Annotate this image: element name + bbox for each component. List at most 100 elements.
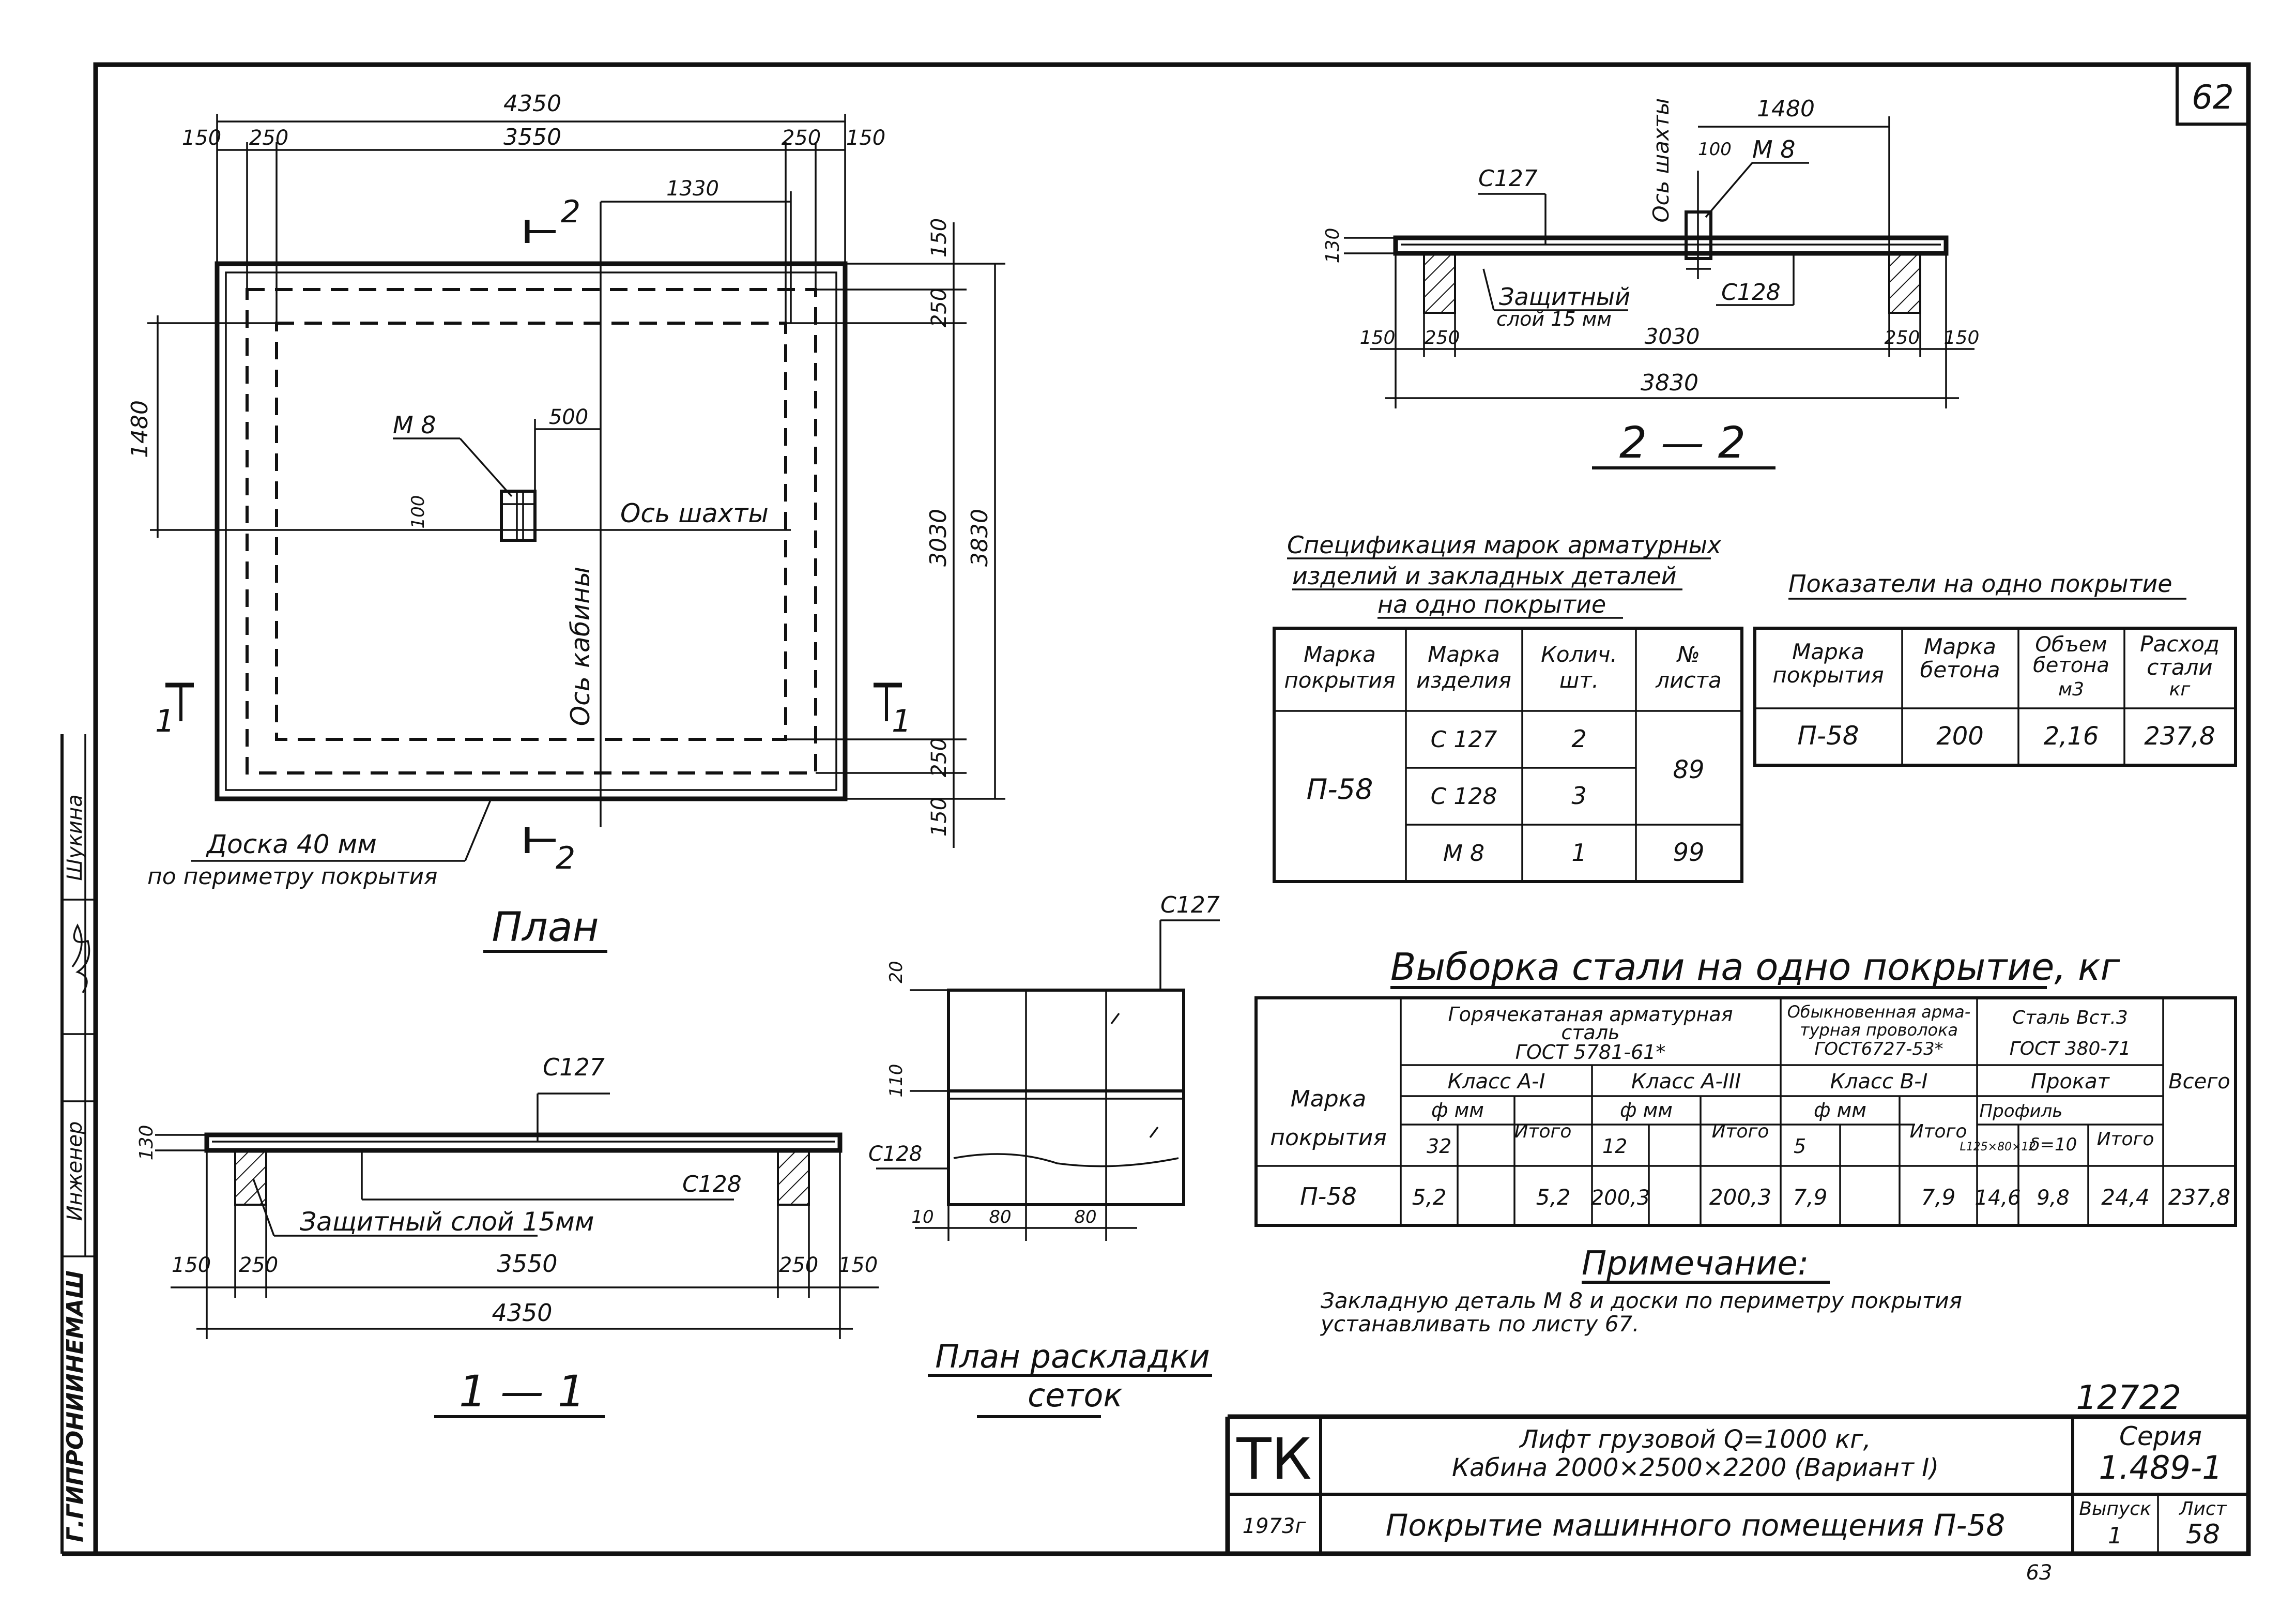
ind-h1-a: Марка	[1792, 639, 1864, 664]
spec-table: Спецификация марок арматурных изделий и …	[1273, 531, 1743, 883]
sheet-number-box: 62	[2176, 63, 2250, 126]
steel-itogo-2: Итого	[1712, 1121, 1769, 1142]
stamp-org: Г.ГИПРОНИИНЕМАШ	[62, 1270, 88, 1542]
plan-rdim-inner: 3030	[925, 509, 952, 567]
steel-itogo-4: Итого	[2097, 1129, 2154, 1150]
mesh-dim-20: 20	[886, 961, 907, 983]
issue-label: Выпуск	[2079, 1498, 2151, 1520]
stamp-name: Шукина	[63, 794, 87, 881]
spec-h-mark-b: покрытия	[1284, 667, 1395, 693]
spec-h-sheet-b: листа	[1655, 667, 1721, 693]
s11-height: 130	[136, 1125, 157, 1161]
ind-h4-a: Расход	[2140, 631, 2220, 657]
org-code: ТК	[1236, 1426, 1311, 1492]
steel-class-a3: Класс А-III	[1631, 1070, 1741, 1094]
steel-itogo-3: Итого	[1910, 1121, 1967, 1142]
steel-profile: Профиль	[1980, 1101, 2063, 1121]
s22-height: 130	[1322, 228, 1343, 264]
s22-dim-small: 100	[1698, 139, 1732, 160]
plan-board-label: Доска 40 мм	[206, 829, 377, 859]
steel-d32: 32	[1427, 1135, 1451, 1158]
plan-dim-left-offset: 250	[249, 126, 288, 150]
mesh-dim-10: 10	[911, 1207, 933, 1227]
plan-cut2-top: 2	[561, 194, 580, 230]
plan-anchor-offset: 100	[408, 495, 428, 529]
ind-title: Показатели на одно покрытие	[1788, 570, 2172, 598]
plan-cut2-bottom: 2	[556, 840, 575, 876]
spec-h-item-b: изделия	[1416, 667, 1511, 693]
s22-cover-2: слой 15 мм	[1496, 308, 1612, 330]
note-block: Примечание: Закладную деталь М 8 и доски…	[1320, 1244, 1962, 1337]
plan-rdim-bottom-edge: 150	[927, 797, 951, 837]
mesh-label-side: С128	[868, 1142, 922, 1166]
drawing-number: 12722	[2076, 1379, 2181, 1417]
steel-row-l: 14,6	[1974, 1186, 2021, 1210]
ind-h2-b: бетона	[1920, 657, 2000, 682]
spec-row-2-qty: 3	[1571, 782, 1586, 810]
steel-row-total: 237,8	[2168, 1185, 2230, 1210]
spec-row-1-qty: 2	[1571, 725, 1586, 753]
spec-row-12-sheet: 89	[1673, 755, 1704, 784]
s22-overall: 3830	[1641, 370, 1698, 396]
ind-h3-a: Объем	[2035, 633, 2107, 657]
page-mark: 63	[2026, 1561, 2053, 1585]
plan-dim-axis-offset: 1330	[666, 177, 719, 201]
sheet-number: 62	[2192, 79, 2233, 117]
mesh-layout: С127 С128 20 110 10 80 80 План раскладки…	[868, 892, 1220, 1418]
s11-d3: 3550	[497, 1250, 557, 1278]
plan-anchor-label: М 8	[393, 411, 436, 439]
steel-d12: 12	[1602, 1135, 1627, 1158]
steel-phi-2: ф мм	[1620, 1099, 1673, 1121]
ind-h3-b: бетона	[2033, 654, 2109, 677]
spec-h-qty-b: шт.	[1559, 667, 1599, 693]
s22-title: 2 — 2	[1619, 417, 1746, 468]
sheet-frame	[62, 62, 2251, 1556]
steel-class-a1: Класс А-I	[1448, 1070, 1545, 1094]
year: 1973г	[1243, 1514, 1307, 1538]
series-label: Серия	[2119, 1421, 2202, 1451]
steel-mark-h1: Марка	[1291, 1086, 1366, 1112]
ind-h2-a: Марка	[1924, 634, 1996, 659]
mesh-title-2: сеток	[1028, 1376, 1123, 1414]
spec-h-mark-a: Марка	[1304, 642, 1376, 667]
ind-volume: 2,16	[2044, 722, 2099, 751]
plan-rdim-top-offset: 250	[927, 288, 951, 327]
spec-title-2: изделий и закладных деталей	[1292, 562, 1677, 590]
steel-itogo-1: Итого	[1514, 1121, 1572, 1142]
side-stamp: Шукина Инженер Г.ГИПРОНИИНЕМАШ	[60, 734, 96, 1554]
steel-row-a3-12: 200,3	[1591, 1186, 1650, 1210]
section-2-2: С127 С128 М 8 100 Ось шахты 1480 130 Защ…	[1322, 96, 1979, 469]
steel-g2-b: турная проволока	[1800, 1020, 1958, 1040]
steel-row-a1-itogo: 5,2	[1536, 1185, 1571, 1210]
mesh-label-top: С127	[1160, 892, 1220, 918]
steel-mark-h2: покрытия	[1270, 1125, 1387, 1151]
steel-delta: δ=10	[2029, 1134, 2077, 1155]
steel-g1-c: ГОСТ 5781-61*	[1516, 1041, 1666, 1064]
s22-d2: 250	[1425, 327, 1460, 348]
title-block: 12722 ТК 1973г Лифт грузовой Q=1000 кг, …	[1225, 1379, 2248, 1585]
note-title: Примечание:	[1582, 1244, 1809, 1283]
steel-row-b1-itogo: 7,9	[1921, 1185, 1956, 1210]
plan-dim-left-edge: 150	[182, 126, 221, 150]
spec-h-item-a: Марка	[1428, 642, 1500, 667]
ind-h3-c: м3	[2058, 679, 2084, 700]
steel-l-profile: L125×80×12	[1960, 1141, 2035, 1154]
steel-row-prokat-itogo: 24,4	[2101, 1185, 2150, 1210]
s22-cover-1: Защитный	[1499, 283, 1630, 311]
steel-g1-a: Горячекатаная арматурная	[1448, 1003, 1733, 1026]
plan-cut1-left: 1	[155, 703, 175, 739]
indicators-table: Показатели на одно покрытие Марка покрыт…	[1753, 570, 2237, 767]
ind-h4-b: стали	[2147, 655, 2212, 680]
ind-concrete: 200	[1936, 722, 1984, 751]
object-line-1: Лифт грузовой Q=1000 кг,	[1519, 1425, 1871, 1454]
plan-dim-overall: 4350	[503, 90, 561, 117]
steel-row-b1-5: 7,9	[1793, 1185, 1828, 1210]
spec-title-1: Спецификация марок арматурных	[1287, 531, 1722, 559]
plan-title: План	[492, 904, 599, 951]
sheet-name: Покрытие машинного помещения П-58	[1386, 1508, 2006, 1543]
steel-class-b1: Класс В-I	[1830, 1070, 1928, 1094]
steel-row-delta: 9,8	[2037, 1186, 2070, 1210]
issue-value: 1	[2108, 1523, 2122, 1549]
plan-board-label-2: по периметру покрытия	[147, 863, 438, 890]
